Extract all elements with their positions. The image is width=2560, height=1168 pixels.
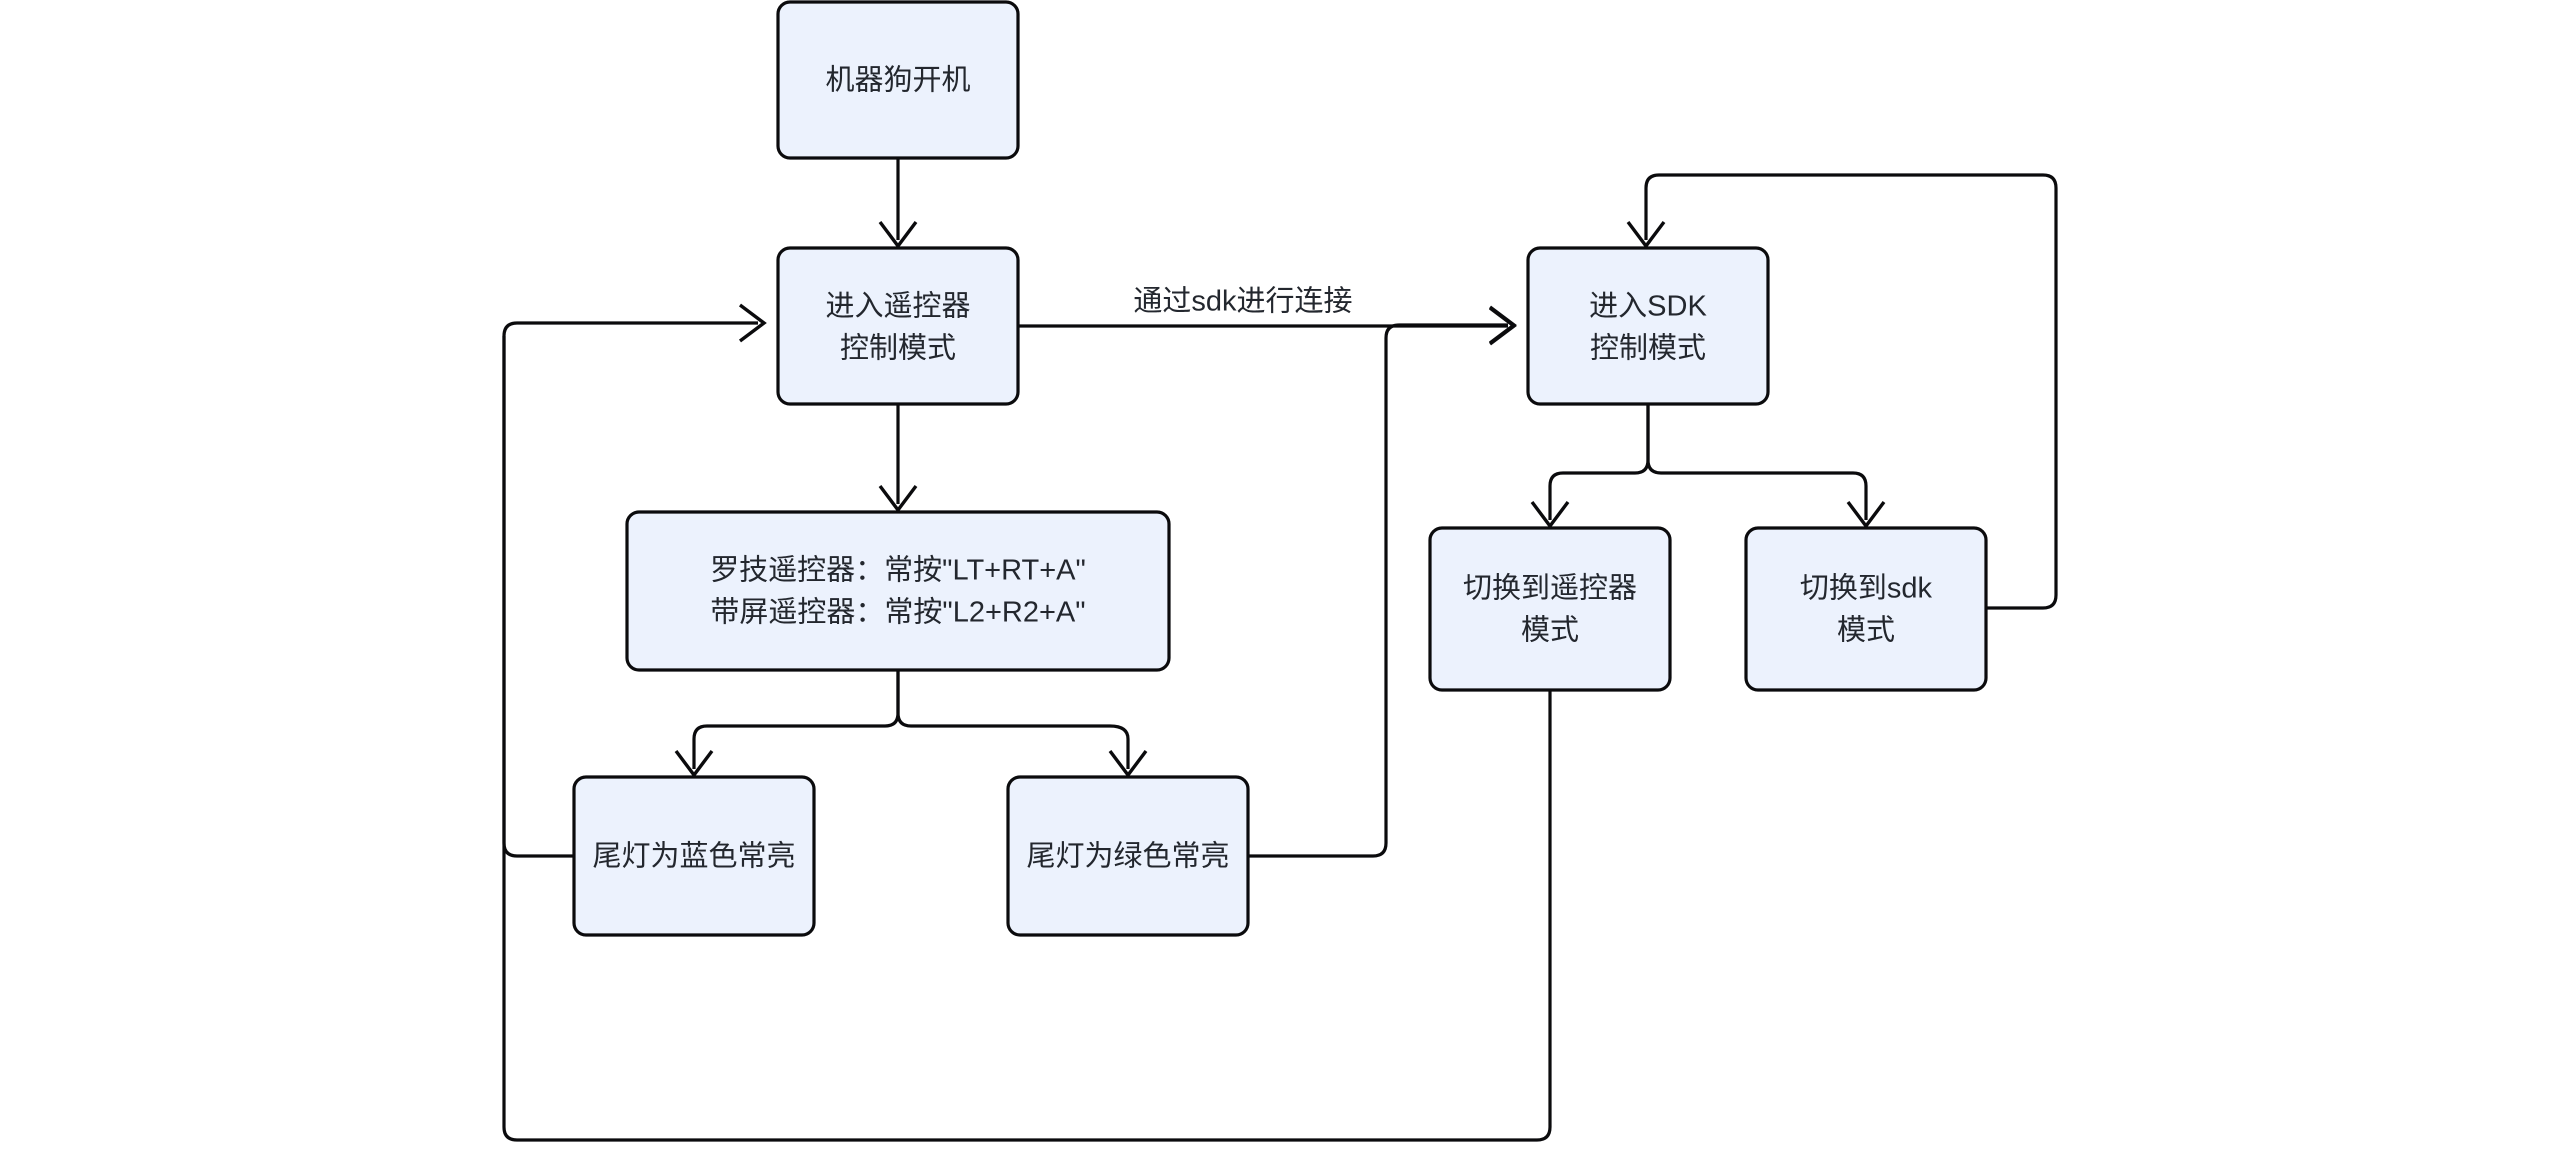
node-remote-mode-label-line2: 控制模式 bbox=[840, 332, 956, 365]
edge-switch-to-remote-to-remote-mode bbox=[502, 336, 1552, 1142]
node-tail-light-blue[interactable]: 尾灯为蓝色常亮 bbox=[572, 775, 816, 937]
node-tail-light-green[interactable]: 尾灯为绿色常亮 bbox=[1006, 775, 1250, 937]
node-controller-combo-label-line2: 带屏遥控器：常按"L2+R2+A" bbox=[710, 596, 1085, 629]
node-tail-light-blue-box[interactable] bbox=[572, 775, 816, 937]
edge-poweron-to-remote-mode bbox=[878, 158, 918, 249]
node-power-on[interactable]: 机器狗开机 bbox=[776, 0, 1020, 160]
node-switch-to-sdk[interactable]: 切换到sdk 模式 bbox=[1744, 526, 1988, 692]
node-controller-combo-box[interactable] bbox=[625, 510, 1171, 672]
edge-controller-combo-to-tail-blue bbox=[674, 670, 900, 778]
node-controller-combo[interactable]: 罗技遥控器：常按"LT+RT+A" 带屏遥控器：常按"L2+R2+A" bbox=[625, 510, 1171, 672]
node-sdk-mode[interactable]: 进入SDK 控制模式 bbox=[1526, 246, 1770, 406]
node-sdk-mode-label-line1: 进入SDK bbox=[1589, 291, 1707, 323]
node-switch-to-sdk-box[interactable] bbox=[1744, 526, 1988, 692]
node-sdk-mode-box[interactable] bbox=[1526, 246, 1770, 406]
edge-label-sdk-connect: 通过sdk进行连接 bbox=[1133, 285, 1352, 318]
node-switch-to-sdk-label-line1: 切换到sdk bbox=[1800, 572, 1933, 605]
edge-tail-green-to-sdk-mode bbox=[1248, 305, 1517, 858]
node-switch-to-remote-label-line1: 切换到遥控器 bbox=[1463, 572, 1637, 605]
edge-label-layer: 通过sdk进行连接 bbox=[1133, 285, 1352, 318]
node-sdk-mode-label-line2: 控制模式 bbox=[1590, 332, 1706, 365]
node-power-on-box[interactable] bbox=[776, 0, 1020, 160]
node-tail-light-green-label: 尾灯为绿色常亮 bbox=[1026, 840, 1229, 873]
edge-sdk-mode-to-switch-to-sdk bbox=[1646, 404, 1886, 529]
node-remote-mode-label-line1: 进入遥控器 bbox=[825, 290, 970, 323]
node-remote-mode-box[interactable] bbox=[776, 246, 1020, 406]
edge-controller-combo-to-tail-green bbox=[896, 670, 1148, 778]
edge-layer bbox=[502, 158, 2058, 1142]
node-power-on-label: 机器狗开机 bbox=[825, 64, 970, 97]
node-controller-combo-label-line1: 罗技遥控器：常按"LT+RT+A" bbox=[710, 554, 1086, 587]
edge-switch-to-sdk-to-sdk-mode bbox=[1626, 173, 2058, 610]
node-tail-light-green-box[interactable] bbox=[1006, 775, 1250, 937]
node-switch-to-remote-label-line2: 模式 bbox=[1521, 614, 1579, 647]
node-remote-mode[interactable]: 进入遥控器 控制模式 bbox=[776, 246, 1020, 406]
edge-remote-mode-to-controller-combo bbox=[878, 404, 918, 513]
node-tail-light-blue-label: 尾灯为蓝色常亮 bbox=[592, 840, 795, 873]
edge-sdk-mode-to-switch-to-remote bbox=[1530, 404, 1650, 529]
node-switch-to-remote[interactable]: 切换到遥控器 模式 bbox=[1428, 526, 1672, 692]
node-switch-to-sdk-label-line2: 模式 bbox=[1837, 614, 1895, 647]
node-switch-to-remote-box[interactable] bbox=[1428, 526, 1672, 692]
